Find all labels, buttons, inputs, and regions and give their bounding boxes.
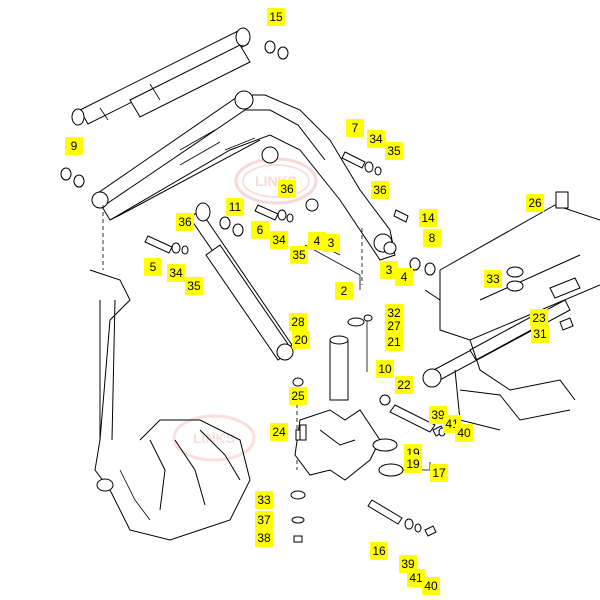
- part-label-23: 23: [530, 309, 548, 327]
- part-label-16: 16: [370, 542, 388, 560]
- part-label-3b: 3: [380, 261, 398, 279]
- machine-frame: [424, 191, 600, 431]
- part-label-9: 9: [65, 137, 83, 155]
- part-label-36a: 36: [371, 181, 389, 199]
- part-label-35a: 35: [385, 142, 403, 160]
- part-label-6: 6: [251, 221, 269, 239]
- swing-bracket: [290, 314, 446, 543]
- part-label-37: 37: [255, 511, 273, 529]
- part-label-15: 15: [267, 8, 285, 26]
- part-label-34c: 34: [167, 264, 185, 282]
- part-label-7: 7: [346, 119, 364, 137]
- part-label-21: 21: [385, 333, 403, 351]
- part-label-40b: 40: [422, 577, 440, 595]
- part-label-25: 25: [289, 387, 307, 405]
- part-label-8: 8: [423, 229, 441, 247]
- part-label-31: 31: [531, 325, 549, 343]
- part-label-35c: 35: [185, 277, 203, 295]
- part-label-14: 14: [419, 209, 437, 227]
- part-label-28: 28: [289, 313, 307, 331]
- part-label-2: 2: [335, 282, 353, 300]
- part-label-38: 38: [255, 529, 273, 547]
- part-label-20: 20: [292, 331, 310, 349]
- watermark-stamp-top: LINKS: [234, 157, 318, 205]
- part-label-27: 27: [385, 317, 403, 335]
- part-label-26: 26: [526, 194, 544, 212]
- boom-cylinder: [71, 27, 251, 126]
- part-label-33a: 33: [484, 270, 502, 288]
- watermark-stamp-bottom: LINKS: [172, 414, 256, 462]
- part-label-22: 22: [395, 376, 413, 394]
- boom-arm: [91, 90, 396, 261]
- part-label-11: 11: [226, 198, 244, 216]
- part-label-39a: 39: [429, 406, 447, 424]
- part-label-5: 5: [144, 258, 162, 276]
- bolt-24: [299, 424, 307, 441]
- part-label-10: 10: [376, 360, 394, 378]
- pins-and-washers: [60, 40, 436, 276]
- part-label-36b: 36: [278, 180, 296, 198]
- part-label-19b: 19: [404, 455, 422, 473]
- bucket-assembly: [89, 269, 251, 541]
- part-label-3a: 3: [322, 234, 340, 252]
- part-label-41b: 41: [407, 569, 425, 587]
- arm-cylinder: [189, 202, 294, 361]
- part-label-40a: 40: [455, 424, 473, 442]
- part-label-34b: 34: [270, 231, 288, 249]
- part-label-35b: 35: [290, 246, 308, 264]
- part-label-33b: 33: [255, 491, 273, 509]
- part-label-17: 17: [430, 464, 448, 482]
- part-label-36c: 36: [176, 213, 194, 231]
- part-label-24: 24: [270, 423, 288, 441]
- part-label-39b: 39: [399, 555, 417, 573]
- part-label-4b: 4: [395, 268, 413, 286]
- part-label-4a: 4: [308, 232, 326, 250]
- part-label-34a: 34: [367, 130, 385, 148]
